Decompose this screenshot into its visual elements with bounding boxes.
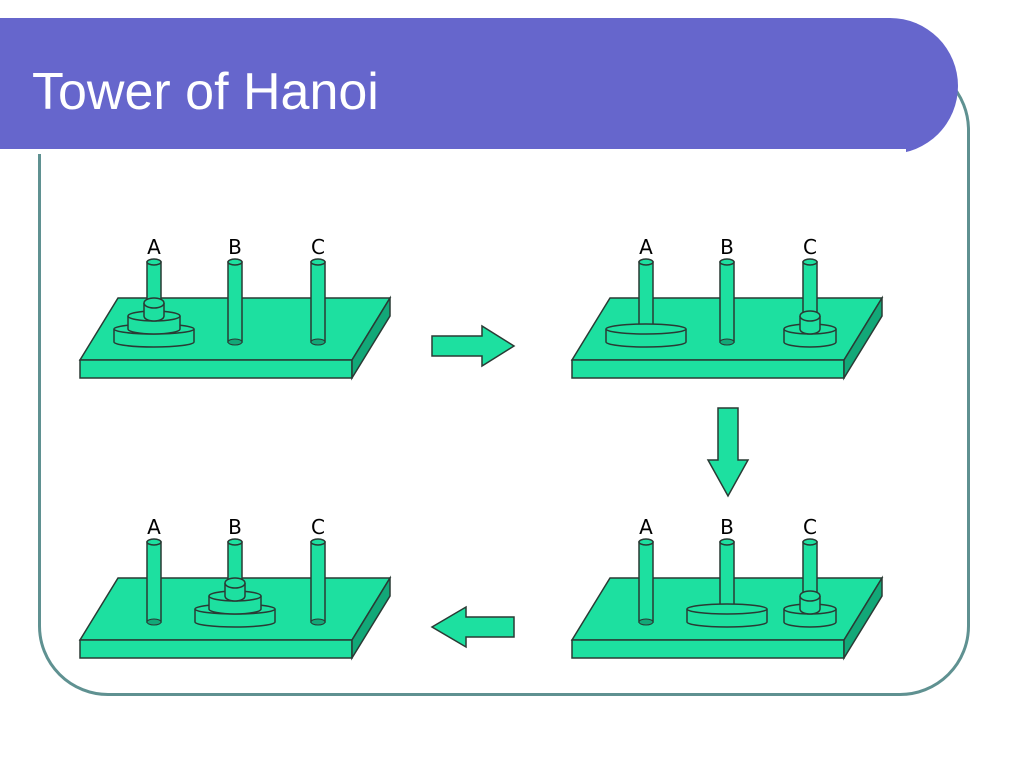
peg-label-b: B: [228, 515, 242, 539]
peg-a-bottom-right: [638, 541, 654, 623]
peg-label-c: C: [803, 235, 817, 259]
peg-label-a: A: [639, 235, 653, 259]
arrow-right-icon: [431, 324, 516, 368]
slide-title: Tower of Hanoi: [32, 63, 379, 121]
peg-top: [638, 538, 654, 546]
peg-top: [227, 538, 243, 546]
peg-top: [719, 538, 735, 546]
peg-base: [146, 618, 162, 626]
board-side: [843, 575, 883, 661]
disk-top: [799, 310, 821, 322]
peg-top: [146, 258, 162, 266]
peg-base: [227, 338, 243, 346]
disk-top: [224, 577, 246, 589]
peg-top: [719, 258, 735, 266]
peg-a-bottom-left: [146, 541, 162, 623]
board-side: [351, 575, 391, 661]
peg-top: [638, 258, 654, 266]
peg-label-a: A: [639, 515, 653, 539]
peg-label-b: B: [228, 235, 242, 259]
peg-label-c: C: [311, 235, 325, 259]
peg-b-top-right: [719, 261, 735, 343]
peg-label-c: C: [803, 515, 817, 539]
board-front: [571, 639, 845, 659]
peg-base: [310, 618, 326, 626]
panel-top-left: A B C: [78, 235, 392, 381]
peg-b-top-left: [227, 261, 243, 343]
peg-base: [719, 338, 735, 346]
disk-top: [686, 603, 768, 615]
disk-top: [605, 323, 687, 335]
board-front: [79, 639, 353, 659]
peg-label-a: A: [147, 235, 161, 259]
peg-c-top-left: [310, 261, 326, 343]
peg-top: [802, 538, 818, 546]
panel-bottom-right: A B C: [570, 515, 884, 661]
board-side: [351, 295, 391, 381]
title-banner: Tower of Hanoi: [0, 18, 958, 154]
panel-bottom-left: A B C: [78, 515, 392, 661]
panel-top-right: A B C: [570, 235, 884, 381]
peg-top: [146, 538, 162, 546]
peg-label-b: B: [720, 515, 734, 539]
disk-top: [143, 297, 165, 309]
peg-top: [310, 538, 326, 546]
arrow-left-icon: [430, 605, 515, 649]
peg-c-bottom-left: [310, 541, 326, 623]
board-front: [79, 359, 353, 379]
board-front: [571, 359, 845, 379]
peg-label-a: A: [147, 515, 161, 539]
peg-top: [310, 258, 326, 266]
peg-top: [227, 258, 243, 266]
peg-base: [638, 618, 654, 626]
arrow-down-icon: [706, 407, 750, 498]
peg-top: [802, 258, 818, 266]
peg-label-c: C: [311, 515, 325, 539]
peg-base: [310, 338, 326, 346]
disk-top: [799, 590, 821, 602]
peg-label-b: B: [720, 235, 734, 259]
title-underline: [0, 149, 906, 154]
board-side: [843, 295, 883, 381]
